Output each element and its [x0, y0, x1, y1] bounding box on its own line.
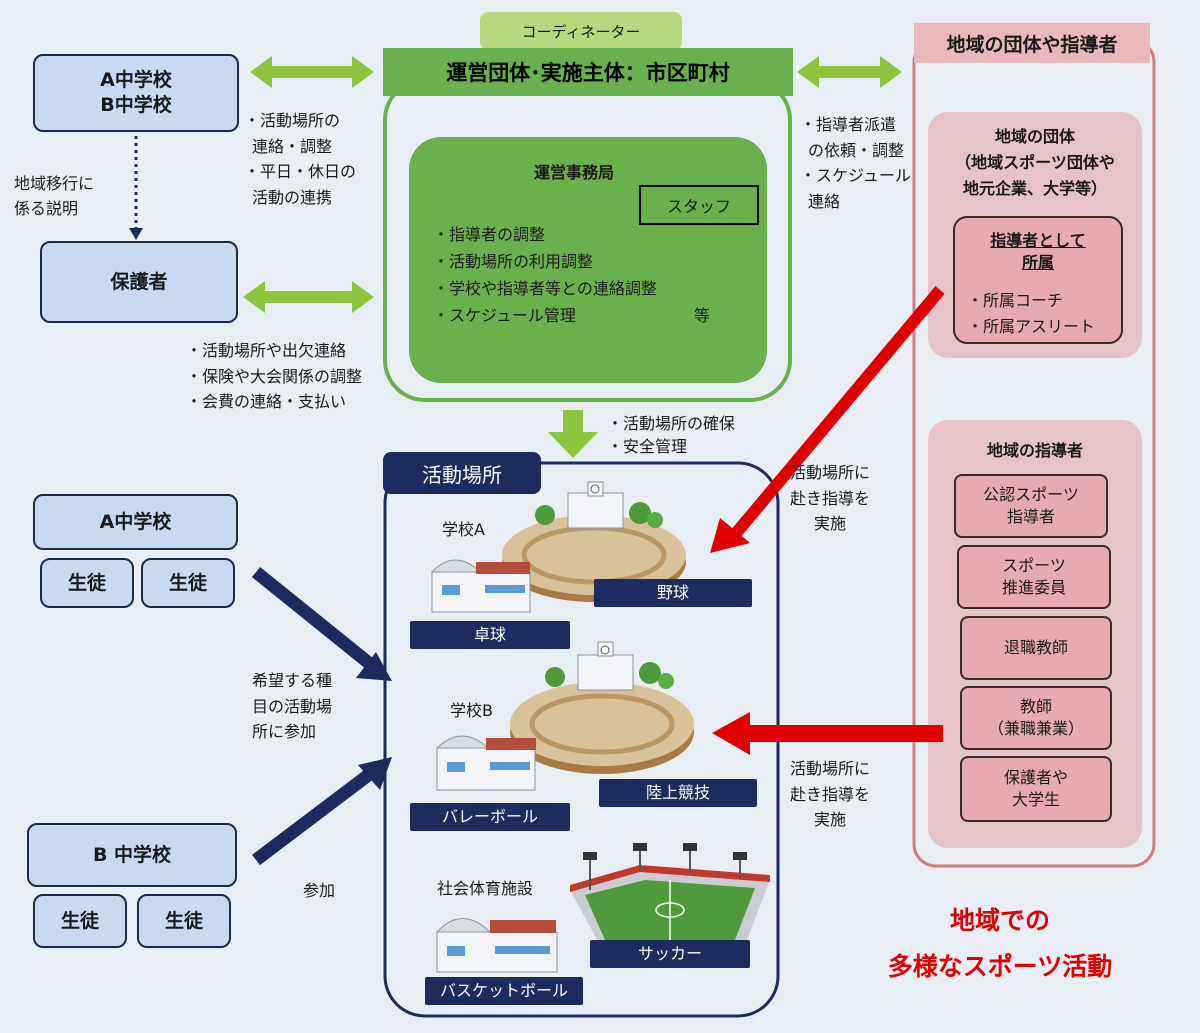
note-participate-b: 参加 — [303, 881, 336, 900]
office-item: ・学校や指導者等との連絡調整 — [433, 279, 657, 298]
label-athletics: 陸上競技 — [599, 779, 757, 807]
coordinator-label: コーディネーター — [521, 22, 641, 41]
affiliated-title: 指導者として 所属 — [990, 231, 1086, 272]
leader-retired-box: 退職教師 — [960, 616, 1112, 680]
staff-label: スタッフ — [666, 197, 731, 216]
staff-box: スタッフ — [639, 185, 759, 225]
leader-certified-box: 公認スポーツ 指導者 — [954, 474, 1108, 538]
red-arrow-leaders-to-venue — [712, 712, 943, 755]
student-box: 生徒 — [137, 894, 231, 948]
red-arrow-orgs-to-venue — [710, 286, 945, 553]
venue-title-tab: 活動場所 — [383, 452, 541, 494]
school-b-venue-label: 学校B — [450, 701, 493, 720]
label-basketball: バスケットボール — [425, 977, 583, 1005]
note-dispatch-upper: 活動場所に 赴き指導を 実施 — [790, 463, 871, 534]
note-school-operator: ・活動場所の 連絡・調整 ・平日・休日の 活動の連携 — [244, 111, 357, 207]
gym-b-illustration — [435, 735, 536, 791]
office-item: ・スケジュール管理 — [433, 306, 576, 325]
leader-teacher-box: 教師 （兼職兼業） — [960, 686, 1112, 750]
school-b-box: B 中学校 — [27, 823, 237, 887]
note-guardians: ・活動場所や出欠連絡 ・保険や大会関係の調整 ・会費の連絡・支払い — [186, 341, 363, 412]
office-box: 運営事務局 スタッフ ・指導者の調整 ・活動場所の利用調整 ・学校や指導者等との… — [409, 137, 767, 383]
navy-arrow-school-a — [251, 566, 392, 681]
stadium-illustration — [570, 843, 770, 945]
school-b-illustration — [510, 641, 694, 774]
school-a-box: A中学校 — [33, 494, 238, 550]
region-header: 地域の団体や指導者 — [914, 23, 1150, 63]
operator-header: 運営団体･実施主体：市区町村 — [383, 48, 793, 96]
venue-title: 活動場所 — [422, 462, 502, 487]
slogan: 地域での 多様なスポーツ活動 — [840, 898, 1160, 990]
double-arrow-school-operator — [250, 56, 374, 88]
note-operator-region: ・指導者派遣 の依頼・調整 ・スケジュール 連絡 — [800, 115, 911, 211]
note-secure: ・活動場所の確保 ・安全管理 — [607, 414, 736, 457]
school-b-label: B中学校 — [100, 94, 172, 116]
note-participate: 希望する種 目の活動場 所に参加 — [252, 671, 333, 742]
slogan-line-2: 多様なスポーツ活動 — [887, 952, 1113, 981]
double-arrow-guardians-operator — [243, 281, 374, 313]
down-arrow-to-venue — [548, 410, 598, 458]
guardians-label: 保護者 — [110, 270, 168, 293]
school-b-title: B 中学校 — [92, 843, 172, 866]
student-box: 生徒 — [40, 558, 134, 608]
double-arrow-operator-region — [797, 56, 902, 88]
leader-promotion-box: スポーツ 推進委員 — [957, 545, 1111, 609]
office-item: ・指導者の調整 — [433, 225, 546, 244]
dotted-arrow-head — [129, 228, 143, 240]
office-title: 運営事務局 — [533, 163, 614, 182]
note-transition: 地域移行に 係る説明 — [14, 174, 95, 218]
navy-arrow-school-b — [252, 757, 392, 866]
office-item: ・活動場所の利用調整 — [433, 252, 594, 271]
label-baseball: 野球 — [594, 579, 752, 607]
note-dispatch-lower: 活動場所に 赴き指導を 実施 — [790, 759, 871, 830]
leader-parents-box: 保護者や 大学生 — [960, 756, 1112, 822]
slogan-line-1: 地域での — [949, 906, 1050, 935]
region-title: 地域の団体や指導者 — [946, 33, 1118, 56]
office-etc: 等 — [694, 306, 711, 325]
label-table-tennis: 卓球 — [410, 621, 570, 649]
region-orgs-title: 地域の団体 （地域スポーツ団体や 地元企業、大学等） — [955, 127, 1115, 198]
facility-venue-label: 社会体育施設 — [437, 879, 534, 898]
guardians-box: 保護者 — [40, 241, 238, 323]
label-soccer: サッカー — [590, 940, 750, 968]
gym-a-illustration — [430, 559, 531, 613]
schools-ab-box: A中学校 B中学校 — [33, 54, 239, 132]
school-a-venue-label: 学校A — [442, 520, 485, 539]
school-a-title: A中学校 — [99, 510, 172, 533]
affiliated-list: ・所属コーチ ・所属アスリート — [967, 291, 1096, 336]
facility-gym-illustration — [435, 918, 558, 973]
student-box: 生徒 — [141, 558, 235, 608]
region-leaders-title: 地域の指導者 — [986, 441, 1083, 460]
operator-title: 運営団体･実施主体：市区町村 — [446, 61, 730, 85]
affiliated-box: 指導者として 所属 ・所属コーチ ・所属アスリート — [953, 216, 1123, 344]
school-a-label: A中学校 — [100, 69, 172, 92]
coordinator-tab: コーディネーター — [480, 12, 682, 50]
student-box: 生徒 — [33, 894, 127, 948]
office-list: ・指導者の調整 ・活動場所の利用調整 ・学校や指導者等との連絡調整 ・スケジュー… — [433, 221, 657, 329]
label-volleyball: バレーボール — [410, 803, 570, 831]
